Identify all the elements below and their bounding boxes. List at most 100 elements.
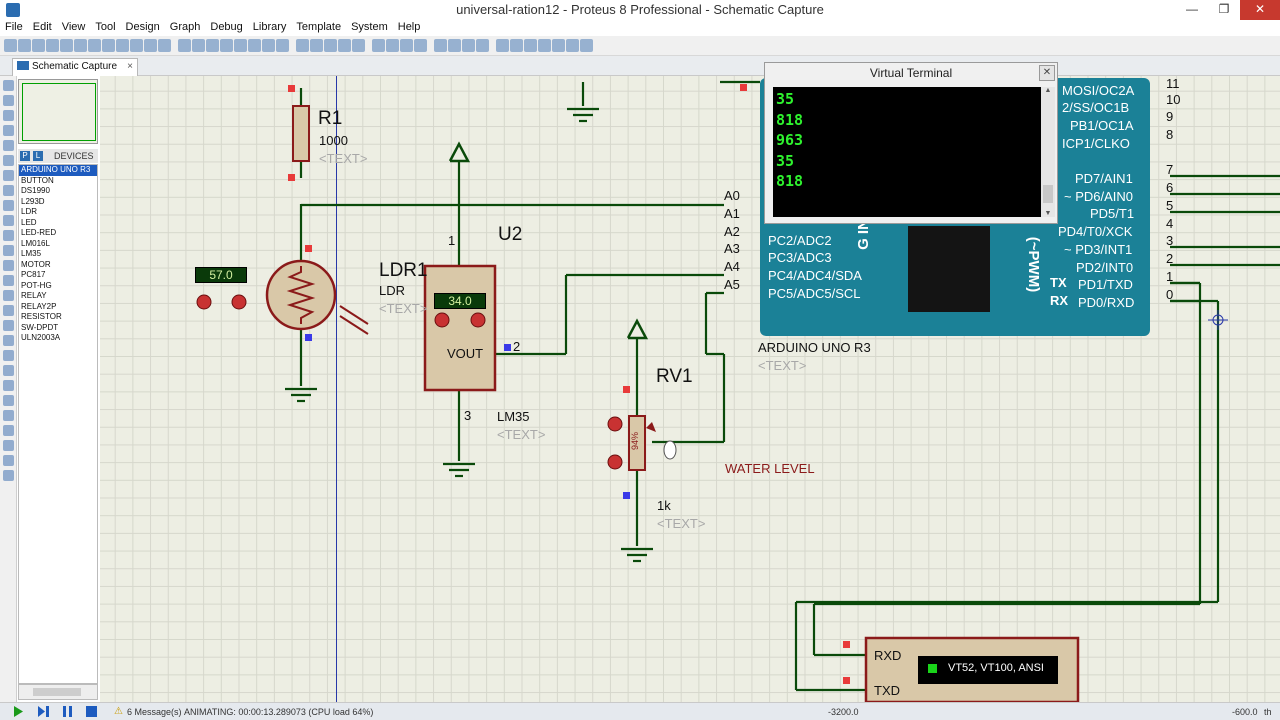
terminals-icon[interactable] (3, 185, 14, 196)
arc-2d-icon[interactable] (3, 350, 14, 361)
tab-close-icon[interactable]: × (127, 61, 133, 72)
import-icon[interactable] (46, 39, 59, 52)
menu-edit[interactable]: Edit (32, 21, 52, 33)
scrollbar-thumb[interactable] (1043, 185, 1053, 203)
maximize-button[interactable]: ❐ (1218, 2, 1230, 16)
copy-icon[interactable] (338, 39, 351, 52)
pick-device-icon[interactable] (434, 39, 447, 52)
device-item[interactable]: LM35 (21, 249, 42, 258)
cut-icon[interactable] (324, 39, 337, 52)
device-item[interactable]: L293D (21, 196, 45, 206)
messages-count[interactable]: 6 Message(s) (127, 707, 182, 717)
pcb-icon[interactable] (88, 39, 101, 52)
menu-debug[interactable]: Debug (210, 21, 243, 33)
play-icon[interactable] (13, 706, 24, 717)
r1-name[interactable]: R1 (318, 108, 343, 129)
symbol-2d-icon[interactable] (3, 395, 14, 406)
menu-file[interactable]: File (5, 21, 23, 33)
bom-icon[interactable] (130, 39, 143, 52)
bus-icon[interactable] (3, 155, 14, 166)
block-rotate-icon[interactable] (400, 39, 413, 52)
virtual-terminal-title[interactable]: Virtual Terminal (869, 66, 953, 80)
proteus-app-icon[interactable] (6, 3, 20, 17)
source-code-icon[interactable] (144, 39, 157, 52)
device-list-scrollbar[interactable] (18, 684, 98, 700)
refresh-icon[interactable] (178, 39, 191, 52)
current-probe-icon[interactable] (3, 275, 14, 286)
device-item[interactable]: MOTOR (21, 259, 51, 269)
schematic-icon[interactable] (74, 39, 87, 52)
step-icon[interactable] (38, 706, 49, 717)
tape-recorder-icon[interactable] (3, 230, 14, 241)
subcircuit-icon[interactable] (3, 170, 14, 181)
generator-icon[interactable] (3, 245, 14, 256)
pause-icon[interactable] (62, 706, 73, 717)
rotate-cw-icon[interactable] (3, 425, 14, 436)
virtual-instruments-icon[interactable] (3, 290, 14, 301)
tab-schematic-capture[interactable]: Schematic Capture × (12, 58, 138, 76)
search-tag-icon[interactable] (510, 39, 523, 52)
scroll-down-icon[interactable]: ▼ (1044, 210, 1052, 217)
stop-icon[interactable] (86, 706, 97, 717)
device-item[interactable]: POT-HG (21, 280, 52, 290)
line-2d-icon[interactable] (3, 305, 14, 316)
device-item[interactable]: PC817 (21, 270, 46, 279)
scroll-up-icon[interactable]: ▲ (1044, 87, 1052, 94)
rv1-text[interactable]: <TEXT> (657, 516, 706, 531)
minimize-button[interactable]: — (1186, 2, 1198, 16)
rv1-value[interactable]: 1k (657, 498, 671, 513)
u2-part[interactable]: LM35 (497, 409, 530, 424)
close-button[interactable]: ✕ (1240, 0, 1280, 20)
device-item[interactable]: RESISTOR (21, 312, 62, 321)
ldr1-text[interactable]: <TEXT> (379, 301, 428, 316)
arduino-name[interactable]: ARDUINO UNO R3 (758, 340, 871, 355)
design-explorer-icon[interactable] (538, 39, 551, 52)
junction-dot-icon[interactable] (3, 110, 14, 121)
block-copy-icon[interactable] (372, 39, 385, 52)
redo-icon[interactable] (310, 39, 323, 52)
ldr1-part[interactable]: LDR (379, 283, 406, 298)
save-icon[interactable] (32, 39, 45, 52)
paste-icon[interactable] (352, 39, 365, 52)
mirror-x-icon[interactable] (3, 455, 14, 466)
u2-text[interactable]: <TEXT> (497, 427, 546, 442)
device-item[interactable]: LDR (21, 207, 38, 216)
make-device-icon[interactable] (448, 39, 461, 52)
menu-help[interactable]: Help (397, 21, 421, 33)
schematic-canvas[interactable]: G IN (~PWM) (100, 76, 1280, 702)
menu-design[interactable]: Design (125, 21, 160, 33)
device-item[interactable]: BUTTON (21, 175, 54, 185)
undo-icon[interactable] (296, 39, 309, 52)
grid-icon[interactable] (192, 39, 205, 52)
r1-text[interactable]: <TEXT> (319, 151, 368, 166)
new-file-icon[interactable] (4, 39, 17, 52)
virtual-terminal-window[interactable]: Virtual Terminal ✕ 35 818 963 35 818 ▲ ▼ (764, 62, 1058, 224)
device-item[interactable]: RELAY (21, 291, 47, 300)
menu-view[interactable]: View (61, 21, 86, 33)
new-sheet-icon[interactable] (552, 39, 565, 52)
r1-value[interactable]: 1000 (319, 133, 348, 148)
menu-template[interactable]: Template (296, 21, 342, 33)
property-assign-icon[interactable] (524, 39, 537, 52)
device-item[interactable]: ULN2003A (21, 333, 61, 342)
marker-2d-icon[interactable] (3, 410, 14, 421)
path-2d-icon[interactable] (3, 365, 14, 376)
wire-autorouter-icon[interactable] (496, 39, 509, 52)
virtual-terminal-scrollbar[interactable]: ▲ ▼ (1041, 87, 1055, 217)
pan-icon[interactable] (220, 39, 233, 52)
device-item[interactable]: LED (21, 217, 37, 227)
menu-tool[interactable]: Tool (95, 21, 116, 33)
packaging-icon[interactable] (462, 39, 475, 52)
help-icon[interactable] (158, 39, 171, 52)
print-icon[interactable] (60, 39, 73, 52)
decompose-icon[interactable] (476, 39, 489, 52)
mirror-y-icon[interactable] (3, 470, 14, 481)
device-item[interactable]: ARDUINO UNO R3 (19, 165, 97, 176)
wire-label-icon[interactable] (3, 125, 14, 136)
zoom-in-icon[interactable] (234, 39, 247, 52)
open-file-icon[interactable] (18, 39, 31, 52)
library-manager-button[interactable]: L (33, 151, 43, 161)
overview-viewport[interactable] (22, 83, 96, 141)
3d-view-icon[interactable] (102, 39, 115, 52)
gerber-icon[interactable] (116, 39, 129, 52)
